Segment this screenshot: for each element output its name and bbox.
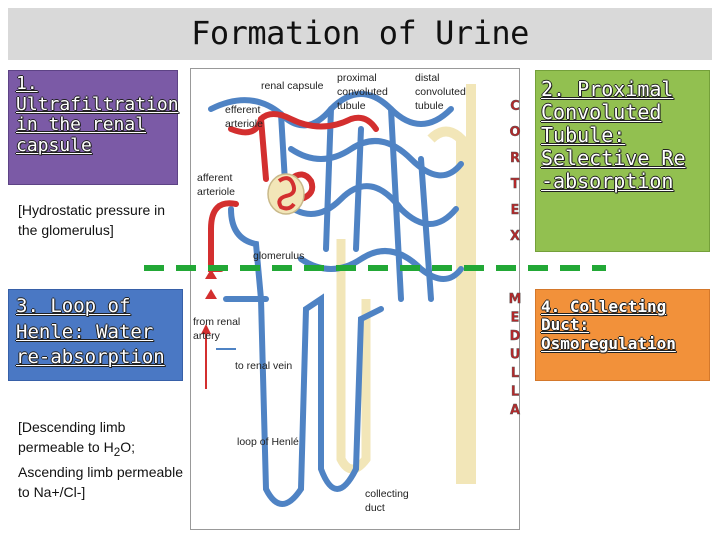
collecting-duct	[427, 84, 476, 484]
proximal-heading: 2. Proximal Convoluted Tubule: Selective…	[541, 77, 686, 193]
medulla-letter: D	[510, 329, 521, 344]
label-distal-3: tubule	[415, 100, 444, 112]
flow-arrows	[205, 269, 217, 299]
medulla-letter: L	[511, 385, 519, 400]
label-proximal-1: proximal	[337, 72, 377, 84]
label-efferent-2: arteriole	[225, 118, 263, 130]
cortex-letter: E	[511, 203, 520, 218]
collecting-heading: 4. Collecting Duct: Osmoregulation	[541, 297, 676, 353]
loop-panel	[8, 289, 183, 381]
title-bar	[8, 8, 712, 60]
label-from-renal-1: from renal	[193, 316, 240, 328]
label-efferent-1: efferent	[225, 104, 260, 116]
loop-note-part2: O; Ascending limb permeable to Na+/Cl-]	[18, 439, 183, 501]
medulla-letter: U	[510, 348, 521, 363]
proximal-panel	[535, 70, 710, 252]
cortex-letter: O	[509, 125, 520, 140]
label-distal-2: convoluted	[415, 86, 466, 98]
nephron-diagram: renal capsule proximal convoluted tubule…	[190, 68, 520, 530]
loop-heading: 3. Loop of Henle: Water re-absorption	[16, 295, 165, 369]
cortex-letter: R	[510, 151, 520, 166]
page-title: Formation of Urine	[191, 14, 529, 52]
label-afferent-1: afferent	[197, 172, 232, 184]
cortex-letter: X	[510, 229, 520, 244]
label-to-renal-vein: to renal vein	[235, 360, 292, 372]
label-renal-capsule: renal capsule	[261, 80, 324, 92]
label-afferent-2: arteriole	[197, 186, 235, 198]
label-from-renal-2: artery	[193, 330, 221, 342]
nephron-svg: renal capsule proximal convoluted tubule…	[193, 72, 476, 514]
medulla-letter: L	[511, 366, 519, 381]
label-collecting-1: collecting	[365, 488, 409, 500]
medulla-letter: E	[511, 311, 520, 326]
label-collecting-2: duct	[365, 502, 385, 514]
loop-note: [Descending limb permeable to H2O; Ascen…	[18, 417, 183, 503]
label-distal-1: distal	[415, 72, 440, 84]
loop-note-subscript: 2	[113, 446, 121, 460]
cortex-letter: T	[511, 177, 520, 192]
cortex-letter: C	[510, 99, 520, 114]
medulla-letter: M	[509, 292, 522, 307]
cortex-medulla-divider	[144, 265, 606, 271]
label-proximal-2: convoluted	[337, 86, 388, 98]
loop-note-part1: [Descending limb permeable to H	[18, 419, 126, 456]
label-loop-of-henle: loop of Henlé	[237, 436, 299, 448]
label-proximal-3: tubule	[337, 100, 366, 112]
ultrafiltration-panel	[8, 70, 178, 185]
medulla-letter: A	[510, 403, 520, 418]
glomerulus	[267, 173, 305, 215]
loop-tubule	[336, 239, 371, 474]
label-glomerulus: glomerulus	[253, 250, 304, 262]
ultrafiltration-heading: 1. Ultrafiltration in the renal capsule	[16, 73, 179, 157]
collecting-panel	[535, 289, 710, 381]
artery-arrowhead	[201, 324, 211, 334]
venous-network	[208, 91, 464, 507]
ultrafiltration-note: [Hydrostatic pressure in the glomerulus]	[18, 202, 166, 239]
